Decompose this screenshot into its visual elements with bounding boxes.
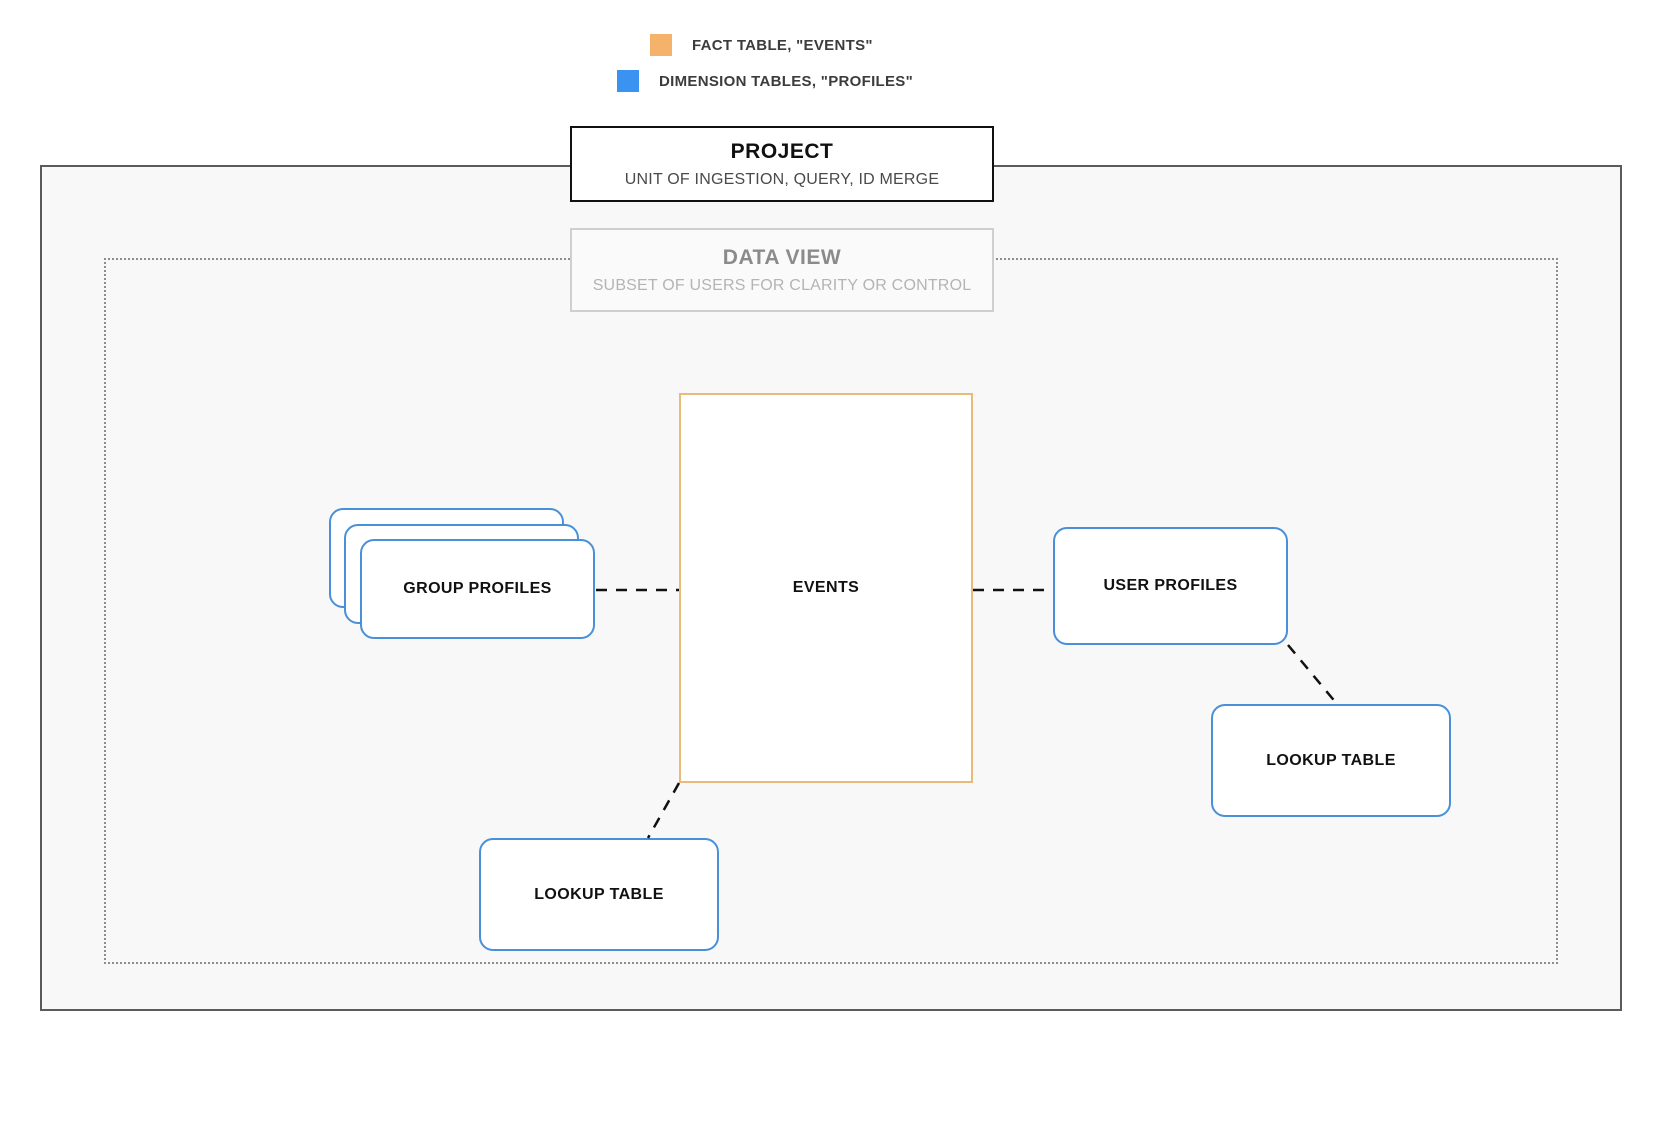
data-view-title: DATA VIEW (722, 245, 842, 269)
node-label-group-profiles: GROUP PROFILES (403, 580, 552, 597)
legend-item-dimension-tables: DIMENSION TABLES, "PROFILES" (617, 70, 913, 92)
square-swatch-icon (650, 34, 672, 56)
data-view-subtitle: SUBSET OF USERS FOR CLARITY OR CONTROL (592, 277, 972, 295)
node-events[interactable]: EVENTS (679, 393, 973, 783)
project-subtitle: UNIT OF INGESTION, QUERY, ID MERGE (624, 170, 940, 188)
node-label-lookup-table-right: LOOKUP TABLE (1266, 751, 1396, 769)
square-swatch-icon (617, 70, 639, 92)
node-label-user-profiles: USER PROFILES (1103, 577, 1238, 594)
node-lookup-table-right[interactable]: LOOKUP TABLE (1211, 704, 1451, 817)
node-group-profiles[interactable]: GROUP PROFILES (360, 539, 595, 639)
node-label-events: EVENTS (792, 579, 860, 596)
project-title: PROJECT (730, 140, 834, 164)
legend-item-fact-table: FACT TABLE, "EVENTS" (650, 34, 873, 56)
node-label-lookup-table-left: LOOKUP TABLE (534, 885, 664, 903)
project-title-card: PROJECT UNIT OF INGESTION, QUERY, ID MER… (570, 126, 994, 202)
legend-label-fact-table: FACT TABLE, "EVENTS" (692, 36, 873, 54)
node-lookup-table-left[interactable]: LOOKUP TABLE (479, 838, 719, 951)
legend-label-dimension-tables: DIMENSION TABLES, "PROFILES" (659, 72, 914, 90)
data-view-title-card: DATA VIEW SUBSET OF USERS FOR CLARITY OR… (570, 228, 994, 312)
node-user-profiles[interactable]: USER PROFILES (1053, 527, 1288, 645)
